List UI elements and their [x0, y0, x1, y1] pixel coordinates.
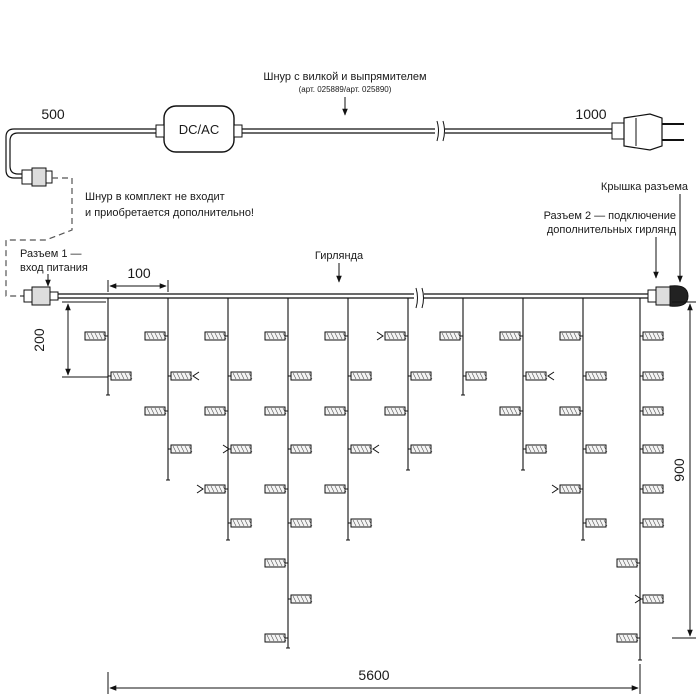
led-hatch [587, 445, 608, 453]
led-hatch [206, 407, 227, 415]
led-hatch [292, 519, 313, 527]
dim-height-value: 900 [671, 458, 687, 482]
led-hatch [587, 372, 608, 380]
led-hatch [266, 407, 287, 415]
not-included-note-line1: Шнур в комплект не входит [85, 191, 225, 203]
led-hatch [86, 332, 107, 340]
plug-icon [611, 113, 684, 151]
led-hatch [352, 445, 373, 453]
led-hatch [292, 445, 313, 453]
led-hatch [644, 519, 665, 527]
led-hatch [232, 519, 253, 527]
dimensions: 100 200 900 5600 [31, 265, 696, 694]
led-hatch [527, 445, 548, 453]
led-hatch [644, 372, 665, 380]
led-hatch [467, 372, 488, 380]
not-included-note-line2: и приобретается дополнительно! [85, 207, 254, 219]
led-hatch [326, 407, 347, 415]
dim-drop-value: 200 [31, 328, 47, 352]
led-hatch [386, 332, 407, 340]
led-chevron-icon [222, 444, 230, 454]
led-hatch [352, 372, 373, 380]
led-chevron-icon [634, 594, 642, 604]
led-chevron-icon [196, 484, 204, 494]
converter-strain-left [155, 124, 165, 138]
cap-label: Крышка разъема [601, 181, 689, 193]
led-hatch [146, 407, 167, 415]
led-hatch [292, 372, 313, 380]
led-hatch [561, 332, 582, 340]
led-hatch [326, 485, 347, 493]
garland-main [23, 285, 689, 309]
led-hatch [644, 407, 665, 415]
led-chevron-icon [372, 444, 380, 454]
converter-strain-right [233, 124, 243, 138]
led-hatch [232, 445, 253, 453]
connector-labels: Разъем 1 — вход питания Крышка разъема Р… [20, 181, 689, 287]
connector1-label-line2: вход питания [20, 262, 88, 274]
dim-length-value: 5600 [358, 667, 389, 683]
cord-to-garland-dashed-line [5, 177, 73, 297]
led-hatch [412, 372, 433, 380]
cord-length-left: 500 [41, 106, 65, 122]
led-hatch [587, 519, 608, 527]
connector1-body-left [23, 289, 33, 303]
power-cord: Шнур с вилкой и выпрямителем (арт. 02588… [5, 71, 684, 299]
led-hatch [501, 407, 522, 415]
led-hatch [266, 634, 287, 642]
led-hatch [644, 595, 665, 603]
cord-cable-left [5, 128, 160, 179]
cord-break-mark [436, 120, 445, 142]
led-hatch [172, 445, 193, 453]
led-hatch [206, 332, 227, 340]
led-chevron-icon [551, 484, 559, 494]
led-hatch [644, 485, 665, 493]
led-hatch [206, 485, 227, 493]
led-hatch [618, 634, 639, 642]
led-chevron-icon [547, 371, 555, 381]
cord-cable-left-lower [9, 132, 160, 175]
led-hatch [644, 445, 665, 453]
garland-label: Гирлянда [315, 250, 364, 262]
led-hatch [172, 372, 193, 380]
led-hatch [441, 332, 462, 340]
led-hatch [561, 485, 582, 493]
connector1-label-line1: Разъем 1 — [20, 248, 82, 260]
led-chevron-icon [376, 331, 384, 341]
led-hatch [266, 485, 287, 493]
connector2-label-line2: дополнительных гирлянд [547, 224, 677, 236]
cord-title: Шнур с вилкой и выпрямителем [263, 71, 426, 83]
connector1-body-right [49, 291, 59, 301]
garland-break-mark [415, 287, 424, 309]
led-hatch [527, 372, 548, 380]
connector1-icon [31, 286, 51, 306]
cord-articles: (арт. 025889/арт. 025890) [299, 85, 392, 94]
led-hatch [292, 595, 313, 603]
led-hatch [386, 407, 407, 415]
connector2-label-line1: Разъем 2 — подключение [544, 210, 676, 222]
led-hatch [412, 445, 433, 453]
connector2-icon [655, 286, 671, 306]
garland-drops [84, 298, 665, 661]
led-hatch [561, 407, 582, 415]
led-chevron-icon [192, 371, 200, 381]
converter-label: DC/AC [179, 122, 219, 137]
connector-cap-icon [669, 285, 689, 307]
cord-connector-icon [21, 167, 53, 187]
led-hatch [146, 332, 167, 340]
led-hatch [501, 332, 522, 340]
led-hatch [266, 559, 287, 567]
led-hatch [326, 332, 347, 340]
cord-length-right: 1000 [575, 106, 606, 122]
led-hatch [644, 332, 665, 340]
led-hatch [618, 559, 639, 567]
led-hatch [112, 372, 133, 380]
connector2-body [647, 289, 657, 303]
dim-spacing-value: 100 [127, 265, 151, 281]
led-hatch [352, 519, 373, 527]
led-hatch [266, 332, 287, 340]
led-hatch [232, 372, 253, 380]
